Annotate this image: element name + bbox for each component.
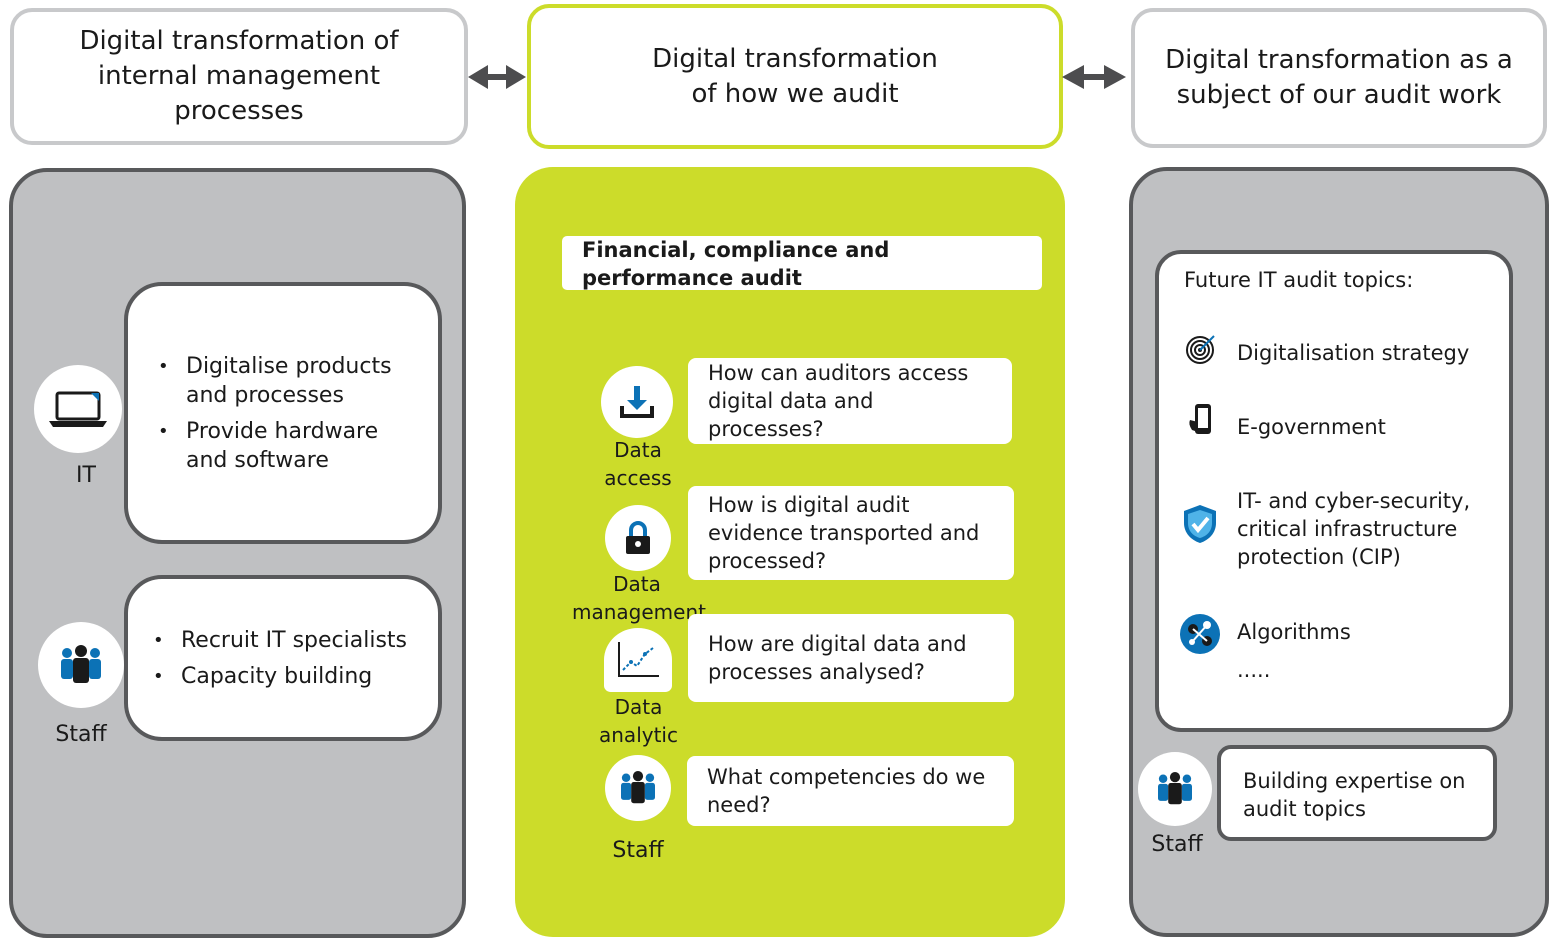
staff-box: [124, 575, 442, 741]
people-icon: [621, 771, 655, 804]
header-line: Digital transformation of: [79, 26, 399, 56]
staff-label: Staff: [55, 722, 107, 747]
smartphone-icon: [1189, 404, 1211, 434]
people-icon: [1158, 772, 1192, 805]
list-item: Digitalise products and processes: [154, 352, 426, 410]
staff-label: Staff: [612, 838, 664, 863]
it-list: Digitalise products and processes Provid…: [154, 352, 426, 482]
staff-icon-circle: [605, 755, 671, 821]
topics-title: Future IT audit topics:: [1184, 268, 1414, 292]
target-icon: [1186, 335, 1215, 364]
question-box: What competencies do we need?: [687, 756, 1014, 826]
audit-types-title: Financial, compliance and performance au…: [562, 236, 1042, 290]
topic-cybersecurity-text: IT- and cyber-security, critical infrast…: [1237, 489, 1471, 569]
algorithm-icon: [1180, 614, 1220, 654]
list-item: Provide hardware and software: [154, 417, 426, 475]
header-how-we-audit: Digital transformation of how we audit: [527, 4, 1063, 149]
it-label: IT: [76, 463, 96, 488]
line-chart-icon: [618, 642, 659, 677]
question-box: How can auditors access digital data and…: [688, 358, 1012, 444]
download-icon: [620, 386, 654, 418]
topic-algorithms: Algorithms: [1237, 620, 1351, 644]
data-analytic-icon-circle: [604, 628, 672, 692]
header-line: of how we audit: [691, 78, 899, 109]
staff-list: Recruit IT specialists Capacity building: [149, 626, 429, 698]
lock-icon: [626, 521, 650, 554]
shield-icon-circle: [1170, 494, 1230, 554]
data-access-icon-circle: [601, 366, 673, 438]
it-box: [124, 282, 442, 544]
double-arrow-icon: [468, 65, 526, 89]
topic-digitalisation: Digitalisation strategy: [1237, 341, 1470, 365]
topic-cybersecurity: IT- and cyber-security, critical infrast…: [1237, 487, 1497, 571]
data-access-label: Data access: [604, 438, 672, 490]
people-icon: [61, 645, 101, 683]
audit-types-text: Financial, compliance and performance au…: [582, 238, 890, 290]
question-text: How can auditors access digital data and…: [708, 361, 969, 441]
algorithm-icon-circle: [1170, 604, 1230, 664]
header-line: processes: [174, 96, 304, 126]
laptop-icon: [49, 391, 107, 427]
question-box: How are digital data and processes analy…: [688, 614, 1014, 702]
question-text: How is digital audit evidence transporte…: [708, 493, 980, 573]
topic-egovernment: E-government: [1237, 415, 1386, 439]
shield-icon: [1184, 505, 1216, 543]
header-line: subject of our audit work: [1176, 80, 1502, 110]
list-item: Recruit IT specialists: [149, 626, 429, 655]
data-management-icon-circle: [605, 505, 671, 571]
staff-label: Staff: [1151, 832, 1203, 857]
data-management-label: Data management: [572, 572, 706, 624]
header-subject-of-audit: Digital transformation as a subject of o…: [1131, 8, 1547, 148]
question-text: What competencies do we need?: [707, 765, 986, 817]
header-line: Digital transformation: [652, 43, 938, 74]
header-line: internal management: [97, 61, 381, 91]
header-internal-management: Digital transformation of internal manag…: [10, 8, 468, 145]
question-box: How is digital audit evidence transporte…: [688, 486, 1014, 580]
topics-ellipsis: .....: [1237, 658, 1271, 682]
staff-icon-circle: [1138, 752, 1212, 826]
header-line: Digital transformation as a: [1165, 45, 1513, 75]
data-analytic-label: Data analytic: [599, 695, 678, 747]
expertise-box: Building expertise on audit topics: [1217, 745, 1497, 841]
expertise-text: Building expertise on audit topics: [1243, 769, 1466, 821]
staff-icon-circle: [38, 622, 124, 708]
it-icon-circle: [34, 365, 122, 453]
question-text: How are digital data and processes analy…: [708, 632, 967, 684]
list-item: Capacity building: [149, 662, 429, 691]
double-arrow-icon: [1062, 65, 1126, 89]
